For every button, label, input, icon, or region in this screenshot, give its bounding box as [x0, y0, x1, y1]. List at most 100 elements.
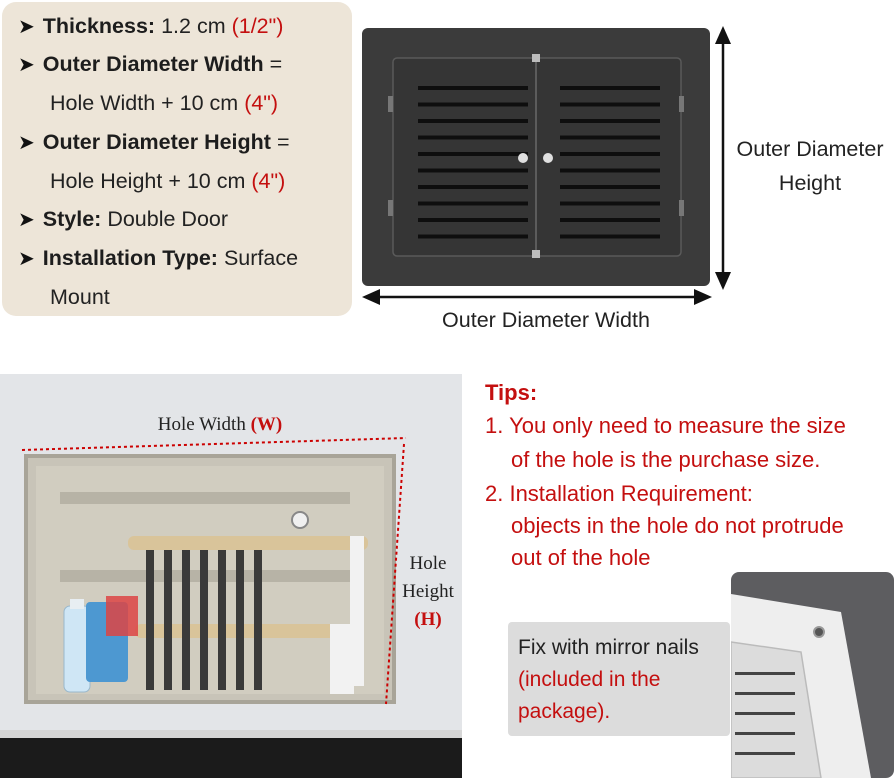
right-door-knob — [543, 153, 553, 163]
spec-outer-height-formula: Hole Height + 10 cm (4") — [50, 167, 285, 195]
style-value: Double Door — [107, 207, 229, 231]
outer-width-inch: (4") — [244, 91, 279, 115]
installation-label: Installation Type: — [42, 246, 218, 270]
mirror-nails-note: Fix with mirror nails (included in the p… — [508, 622, 730, 736]
outer-width-eq: = — [269, 52, 283, 76]
vent-slot — [560, 218, 660, 222]
vent-slot — [418, 234, 528, 239]
spec-style: ➤ Style: Double Door — [18, 205, 228, 234]
door-bottom-latch — [532, 250, 540, 258]
pipe — [146, 550, 154, 690]
spec-panel: ➤Thickness: 1.2 cm (1/2") ➤Outer Diamete… — [2, 2, 352, 316]
outer-height-eq: = — [276, 130, 290, 154]
width-arrow-icon — [362, 289, 712, 305]
hole-height-line — [385, 443, 405, 705]
thickness-value: 1.2 cm — [161, 14, 226, 38]
vent-slot — [735, 752, 795, 755]
vent-slot — [560, 234, 660, 239]
hole-width-text: Hole Width — [157, 414, 246, 435]
vent-slot — [418, 201, 528, 206]
left-hinge-bottom — [388, 200, 393, 216]
vent-slot — [735, 712, 795, 715]
nails-line1: Fix with mirror nails — [518, 636, 699, 659]
outer-height-inch: (4") — [251, 169, 286, 193]
spec-installation-cont: Mount — [50, 283, 110, 311]
hole-height-text1: Hole — [409, 553, 447, 574]
outer-height-formula: Hole Height + 10 cm — [50, 169, 246, 193]
pipe — [254, 550, 262, 690]
outer-height-dimension-label: Outer Diameter Height — [726, 132, 894, 200]
outer-height-label: Outer Diameter Height — [42, 130, 271, 154]
manifold-pipes — [128, 511, 368, 694]
wall-hole-photo — [0, 374, 462, 778]
vent-slot — [560, 152, 660, 156]
vent-slot — [735, 692, 795, 695]
pressure-gauge-icon — [291, 511, 309, 529]
pipe — [164, 550, 172, 690]
height-arrow-icon — [715, 26, 731, 290]
hole-width-line — [21, 437, 407, 451]
hole-width-symbol: (W) — [250, 414, 283, 435]
pipe — [200, 550, 208, 690]
vent-slot — [418, 168, 528, 173]
pipe — [182, 550, 190, 690]
vent-slot — [735, 672, 795, 675]
spec-outer-height: ➤ Outer Diameter Height = — [18, 128, 290, 157]
right-hinge-bottom — [679, 200, 684, 216]
vent-slot — [560, 185, 660, 189]
access-door-illustration — [362, 28, 710, 286]
arrow-bullet-icon: ➤ — [18, 209, 35, 231]
vent-slot — [560, 119, 660, 123]
spec-outer-width: ➤ Outer Diameter Width = — [18, 50, 282, 79]
spec-installation: ➤ Installation Type: Surface — [18, 244, 298, 273]
mirror-nail-closeup-photo — [731, 572, 894, 778]
tips-title: Tips: — [485, 380, 538, 405]
outer-width-formula: Hole Width + 10 cm — [50, 91, 239, 115]
right-hinge-top — [679, 96, 684, 112]
vent-slot — [560, 168, 660, 173]
vent-slot — [418, 135, 528, 140]
tip2-line2: objects in the hole do not protrude — [511, 513, 844, 538]
pipe — [236, 550, 244, 690]
vent-slot — [418, 119, 528, 123]
thickness-label: Thickness: — [42, 14, 156, 38]
vent-slot — [560, 135, 660, 140]
spec-outer-width-formula: Hole Width + 10 cm (4") — [50, 89, 278, 117]
left-hinge-top — [388, 96, 393, 112]
vent-slot — [418, 152, 528, 156]
vent-slot — [418, 86, 528, 90]
left-door-knob — [518, 153, 528, 163]
mirror-nail-icon — [813, 626, 825, 638]
tip2-line1: 2. Installation Requirement: — [485, 481, 753, 506]
installation-value: Surface — [223, 246, 299, 270]
height-label-line1: Outer Diameter — [736, 137, 884, 161]
vent-slot — [735, 732, 795, 735]
vent-slot — [560, 86, 660, 90]
nails-line3: package). — [518, 700, 611, 723]
height-label-line2: Height — [778, 171, 842, 195]
arrow-bullet-icon: ➤ — [18, 248, 35, 270]
pipe — [218, 550, 226, 690]
door-top-latch — [532, 54, 540, 62]
thickness-inch: (1/2") — [231, 14, 284, 38]
hole-width-label: Hole Width (W) — [120, 414, 320, 436]
door-vents-closeup — [735, 672, 795, 755]
tip1-line1: 1. You only need to measure the size — [485, 413, 846, 438]
vent-slot — [560, 102, 660, 107]
tip1-line2: of the hole is the purchase size. — [511, 447, 821, 472]
installation-value-cont: Mount — [50, 285, 110, 309]
arrow-bullet-icon: ➤ — [18, 132, 35, 154]
outer-width-dimension-label: Outer Diameter Width — [442, 308, 650, 332]
tip2-line3: out of the hole — [511, 545, 651, 570]
floor-tiles — [0, 736, 462, 778]
hole-height-symbol: (H) — [414, 609, 442, 630]
spec-thickness: ➤Thickness: 1.2 cm (1/2") — [18, 12, 283, 41]
hole-height-label: Hole Height (H) — [392, 550, 464, 634]
door-vents — [418, 86, 660, 239]
outer-width-label: Outer Diameter Width — [42, 52, 264, 76]
vent-slot — [418, 102, 528, 107]
vent-slot — [560, 201, 660, 206]
nails-line2: (included in the — [518, 668, 661, 691]
arrow-bullet-icon: ➤ — [18, 54, 35, 76]
style-label: Style: — [42, 207, 102, 231]
